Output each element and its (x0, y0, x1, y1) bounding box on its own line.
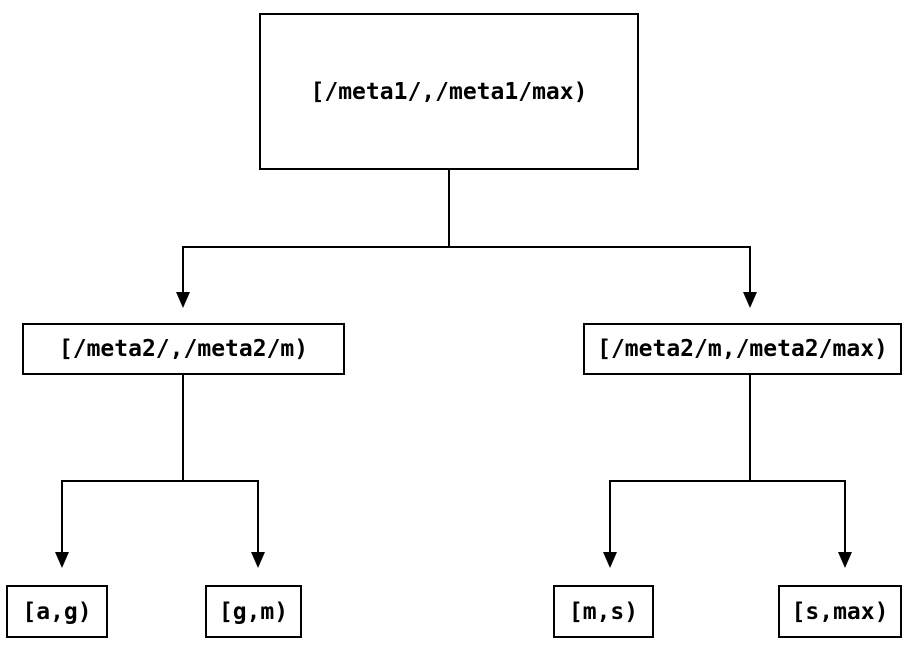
node-label: [/meta1/,/meta1/max) (310, 78, 588, 105)
right-branch-line (609, 480, 846, 553)
node-leaf-a-g: [a,g) (6, 585, 108, 638)
node-leaf-g-m: [g,m) (205, 585, 302, 638)
arrow-down-icon (176, 292, 190, 308)
connector-left-subtree (55, 374, 265, 568)
arrow-down-icon (838, 552, 852, 568)
node-leaf-s-max: [s,max) (778, 585, 902, 638)
left-branch-line (61, 480, 259, 553)
node-label: [/meta2/,/meta2/m) (58, 336, 309, 362)
arrow-down-icon (55, 552, 69, 568)
node-label: [/meta2/m,/meta2/max) (597, 336, 888, 362)
connector-root-to-level2 (176, 170, 757, 308)
arrow-down-icon (743, 292, 757, 308)
node-meta2-low-range: [/meta2/,/meta2/m) (22, 323, 345, 375)
arrow-down-icon (251, 552, 265, 568)
node-label: [s,max) (791, 598, 889, 625)
node-leaf-m-s: [m,s) (553, 585, 654, 638)
node-meta2-high-range: [/meta2/m,/meta2/max) (583, 323, 902, 375)
node-root-range: [/meta1/,/meta1/max) (259, 13, 639, 170)
level2-branch-line (182, 246, 751, 293)
node-label: [g,m) (218, 598, 289, 625)
node-label: [m,s) (568, 598, 639, 625)
connector-right-subtree (603, 374, 852, 568)
node-label: [a,g) (22, 598, 92, 625)
arrow-down-icon (603, 552, 617, 568)
